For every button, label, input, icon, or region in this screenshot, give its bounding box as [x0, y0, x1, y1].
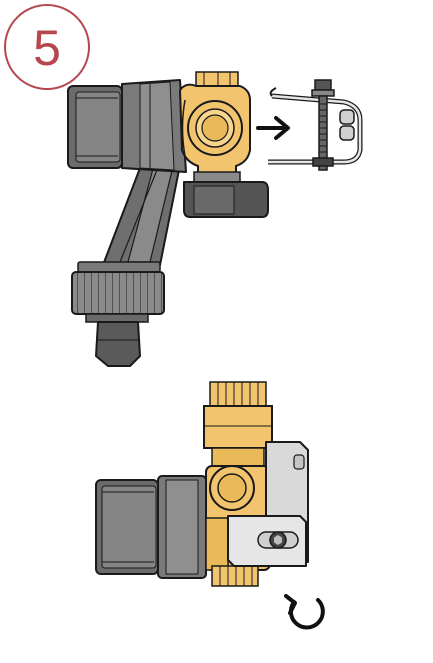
solenoid-cap-bottom — [95, 475, 207, 579]
brass-top-fitting — [203, 381, 273, 467]
step-number-badge: 5 — [4, 4, 90, 90]
flow-control-nut — [183, 171, 269, 218]
brass-valve-body — [179, 71, 251, 181]
solenoid-cap — [67, 79, 187, 173]
step-number: 5 — [33, 20, 61, 76]
mounting-bracket — [268, 87, 363, 165]
rotate-clockwise-icon — [284, 594, 325, 630]
valve-assembly-top — [67, 71, 269, 367]
valve-assembly-bottom — [95, 381, 309, 587]
mounted-bracket — [227, 441, 309, 567]
arrow-right-icon — [256, 116, 290, 140]
brass-bottom-fitting — [211, 565, 259, 587]
clamp-bolt — [311, 79, 335, 171]
union-connector — [71, 261, 165, 367]
